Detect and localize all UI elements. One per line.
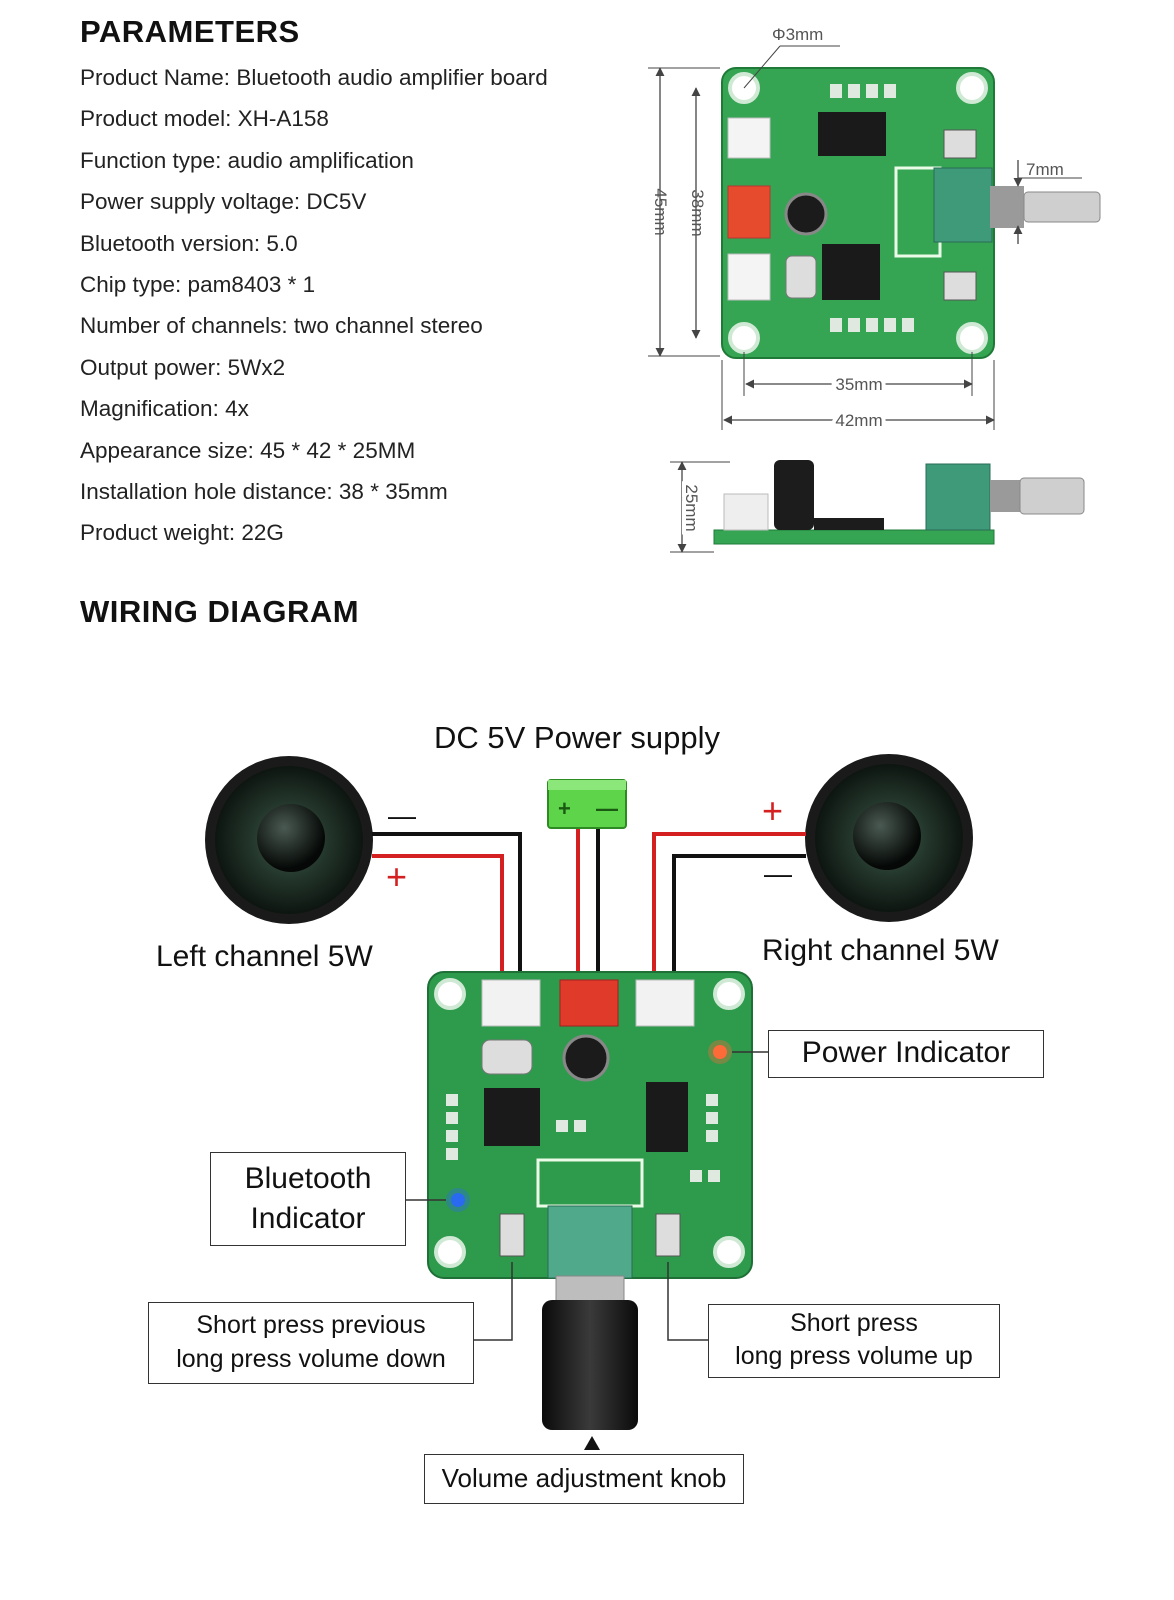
right-channel-label: Right channel 5W [762,934,999,967]
wiring-title: WIRING DIAGRAM [80,594,360,629]
right-speaker [805,754,973,922]
param-appearance-size: Appearance size: 45 * 42 * 25MM [80,437,416,463]
param-output-power: Output power: 5Wx2 [80,354,286,380]
power-indicator-label: Power Indicator [801,1036,1011,1069]
right-plus-label: + [762,790,784,831]
previous-button-line2: long press volume down [176,1345,446,1373]
param-chip-type: Chip type: pam8403 * 1 [80,271,316,297]
dim-width-outer: 42mm [835,411,882,430]
dim-width-holes: 35mm [835,375,882,394]
parameters-title: PARAMETERS [80,14,300,49]
volume-knob [542,1275,638,1450]
param-power-voltage: Power supply voltage: DC5V [80,189,367,215]
speaker-wires [372,828,806,982]
power-supply-label: DC 5V Power supply [434,720,721,755]
next-button-line1: Short press [790,1309,918,1337]
bluetooth-indicator-line1: Bluetooth [244,1162,372,1195]
next-button-callout: Short press long press volume up [708,1304,1000,1378]
dim-shaft-diameter: 7mm [1026,160,1064,179]
dim-height-holes: 38mm [688,189,707,236]
board-dimension-drawing: Φ3mm 7mm 45mm 38mm 35mm 42mm 25mm [648,25,1101,553]
param-channels: Number of channels: two channel stereo [80,313,483,339]
param-product-name: Product Name: Bluetooth audio amplifier … [80,65,548,90]
volume-knob-callout: Volume adjustment knob [424,1454,744,1504]
previous-button-callout: Short press previous long press volume d… [148,1302,474,1384]
param-bluetooth-version: Bluetooth version: 5.0 [80,230,298,256]
terminal-plus-label: + [558,796,571,821]
left-minus-label: — [388,800,416,831]
previous-button-line1: Short press previous [196,1311,426,1339]
parameters-list: Product Name: Bluetooth audio amplifier … [80,62,548,559]
param-weight: Product weight: 22G [80,520,284,546]
dim-depth: 25mm [682,484,701,531]
left-plus-label: + [386,856,408,897]
volume-knob-label: Volume adjustment knob [441,1463,727,1493]
dim-hole-diameter: Φ3mm [772,25,823,44]
power-terminal [547,779,627,829]
left-speaker [205,756,373,924]
right-minus-label: — [764,858,792,889]
dim-height-outer: 45mm [651,188,670,235]
pcb-side-view [670,460,1085,553]
pcb-top-view [721,67,1101,359]
param-product-model: Product model: XH-A158 [80,106,329,132]
bluetooth-indicator-callout: Bluetooth Indicator [210,1152,406,1246]
param-hole-distance: Installation hole distance: 38 * 35mm [80,478,448,504]
callout-lines [404,1051,770,1341]
bluetooth-indicator-line2: Indicator [250,1202,366,1235]
terminal-minus-label: — [596,796,618,821]
left-channel-label: Left channel 5W [156,940,373,973]
param-magnification: Magnification: 4x [80,396,249,422]
pcb-board [427,971,753,1279]
power-indicator-callout: Power Indicator [768,1030,1044,1078]
param-function-type: Function type: audio amplification [80,147,414,173]
next-button-line2: long press volume up [735,1342,973,1370]
